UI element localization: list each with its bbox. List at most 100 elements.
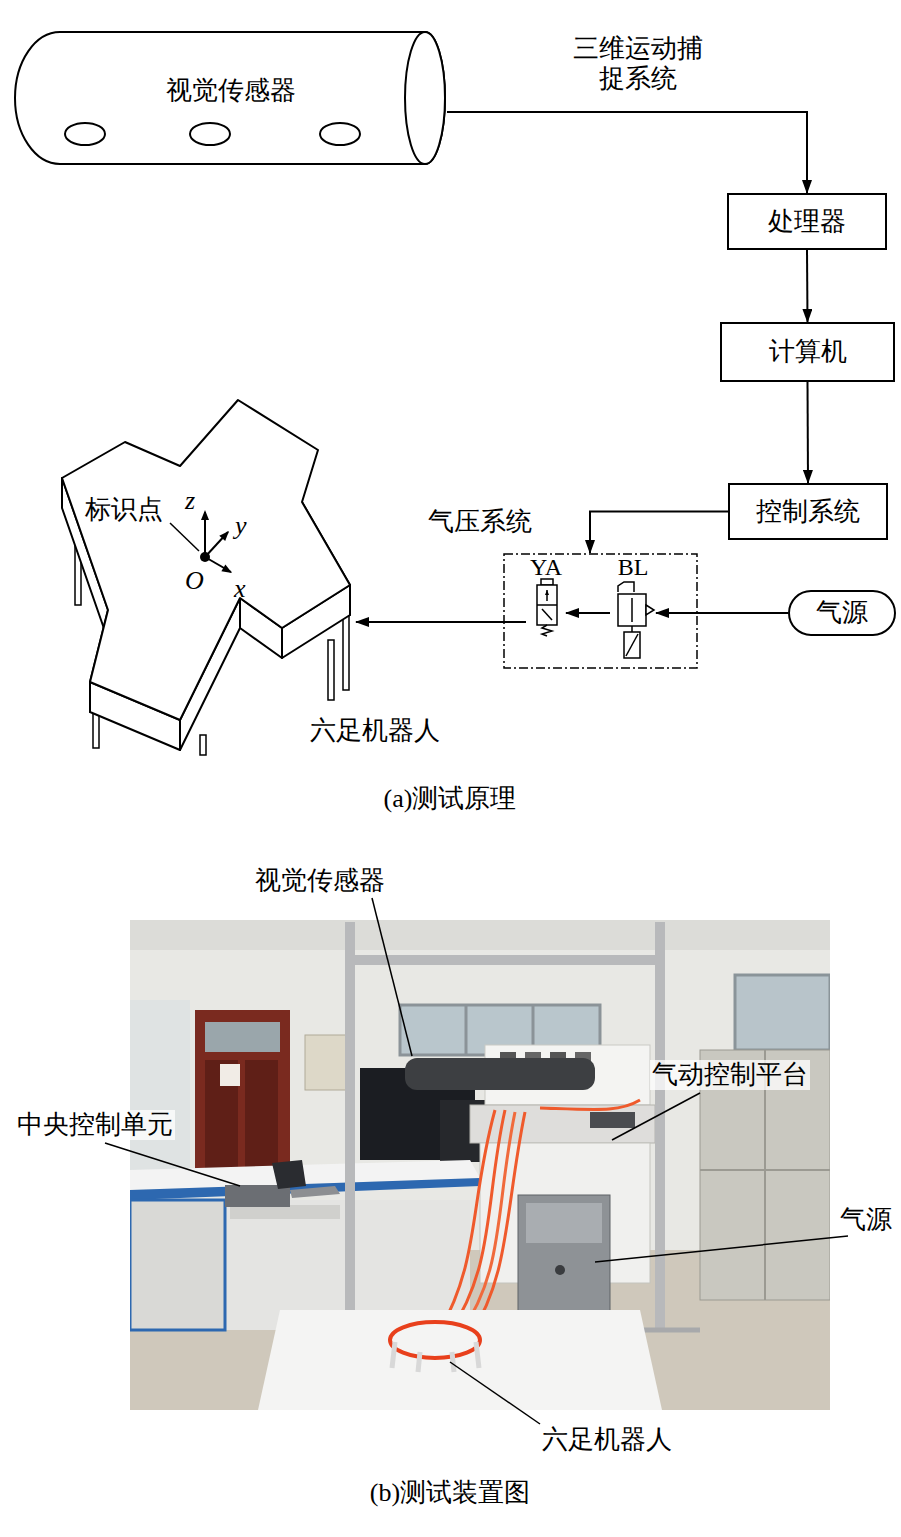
pressure-valve-outline-part xyxy=(624,632,640,658)
lab-photo-part xyxy=(230,1205,340,1219)
connector-arrow xyxy=(447,112,807,193)
lab-photo-part xyxy=(130,920,830,950)
solenoid-valve-outline-part xyxy=(542,625,552,636)
lab-photo-part xyxy=(590,1112,635,1128)
solenoid-valve-outline-part xyxy=(545,590,549,595)
lab-photo xyxy=(130,920,830,1410)
sensor-cylinder-outline-part xyxy=(190,123,230,145)
subfigure-caption: (b)测试装置图 xyxy=(370,1478,530,1508)
solenoid-valve-outline-part xyxy=(542,609,552,620)
node-text: YA xyxy=(530,555,562,579)
lab-photo-part xyxy=(700,1169,830,1171)
hexapod-robot-outline-part xyxy=(205,532,228,557)
connector-arrow xyxy=(807,382,810,483)
hexapod-robot-outline-part xyxy=(62,400,350,720)
part-label: 气动控制平台 xyxy=(650,1060,810,1090)
sensor-cylinder: 视觉传感器 xyxy=(15,30,447,167)
process-box: 控制系统 xyxy=(728,483,888,540)
lab-photo-part xyxy=(345,955,665,965)
dashed-group-box: 气压系统YABL xyxy=(503,553,698,669)
hexapod-robot-outline-part xyxy=(328,640,334,700)
lab-photo-part xyxy=(290,1186,340,1198)
lab-photo-part xyxy=(452,1352,454,1372)
lab-photo-part xyxy=(518,1195,610,1320)
leader-lines-part xyxy=(372,898,412,1056)
hexapod-robot-outline-part xyxy=(219,531,229,541)
axis-label: y xyxy=(235,511,247,541)
lab-photo-part xyxy=(205,1022,280,1052)
part-label: 气源 xyxy=(840,1205,892,1235)
node-text: 六足机器人 xyxy=(310,716,440,746)
connector-arrow xyxy=(356,621,526,623)
axis-label: x xyxy=(234,574,246,604)
leader-lines xyxy=(105,898,848,1424)
sensor-cylinder-outline-part xyxy=(15,32,445,164)
lab-photo-part xyxy=(450,1110,505,1332)
lab-photo-part xyxy=(526,1203,602,1243)
hexapod-robot-outline-part xyxy=(221,564,232,573)
process-box: 处理器 xyxy=(727,193,887,250)
lab-photo-part xyxy=(345,922,355,1332)
solenoid-valve-outline-part xyxy=(541,579,553,585)
lab-photo-part xyxy=(392,1342,395,1368)
pressure-valve-outline-part xyxy=(631,626,633,632)
lab-photo-part xyxy=(735,975,830,1050)
connector-arrow xyxy=(656,612,788,614)
hexapod-robot: 六足机器人 xyxy=(60,398,356,758)
part-label: 六足机器人 xyxy=(542,1425,672,1455)
hexapod-robot-outline xyxy=(60,398,356,758)
node-text: 计算机 xyxy=(769,337,847,367)
lab-photo-part xyxy=(258,1310,662,1410)
lab-photo-part xyxy=(272,1160,306,1189)
pressure-valve-outline-part xyxy=(646,605,654,615)
pressure-valve-outline-part xyxy=(631,598,633,622)
edge-label: 三维运动捕捉系统 xyxy=(570,34,706,94)
lab-photo-part xyxy=(405,1058,595,1090)
leader-lines-part xyxy=(105,1143,240,1186)
node-text: BL xyxy=(618,555,649,579)
dashed-group-box-outline-part xyxy=(504,554,697,668)
hexapod-robot-outline-part xyxy=(170,523,199,551)
connector-arrow xyxy=(590,512,728,554)
node-text: 气源 xyxy=(816,598,868,628)
solenoid-valve: YA xyxy=(526,555,566,637)
lab-photo-part xyxy=(470,1105,655,1143)
node-text: 气压系统 xyxy=(428,507,532,537)
solenoid-valve-outline-part xyxy=(537,604,557,606)
lab-photo-part xyxy=(130,920,830,1410)
air-source-box: 气源 xyxy=(788,590,896,636)
leader-lines-part xyxy=(612,1093,700,1140)
hexapod-robot-outline-part xyxy=(200,552,210,562)
lab-photo-part xyxy=(655,922,665,1332)
axis-label: z xyxy=(185,486,195,516)
leader-lines-part xyxy=(595,1236,848,1262)
connector-arrow xyxy=(806,250,809,322)
lab-photo-part xyxy=(305,1035,350,1090)
leader-lines-part xyxy=(450,1362,540,1424)
pressure-valve-outline-part xyxy=(618,582,634,592)
part-label: 视觉传感器 xyxy=(255,866,385,896)
lab-photo-part xyxy=(465,1005,468,1055)
process-box: 计算机 xyxy=(720,322,895,382)
lab-photo-part xyxy=(130,1200,225,1330)
solenoid-valve-outline-part xyxy=(537,585,557,625)
node-text: 视觉传感器 xyxy=(166,76,296,106)
lab-photo-part xyxy=(555,1265,565,1275)
lab-photo-part xyxy=(470,1112,525,1336)
sensor-cylinder-outline-part xyxy=(405,32,445,164)
axis-label: O xyxy=(185,566,204,596)
lab-photo-part xyxy=(418,1352,420,1372)
sensor-cylinder-outline-part xyxy=(320,123,360,145)
subfigure-caption: (a)测试原理 xyxy=(384,784,517,814)
node-text: 处理器 xyxy=(768,207,846,237)
part-label: 中央控制单元 xyxy=(15,1110,175,1140)
pressure-valve-outline-part xyxy=(626,634,638,656)
hexapod-robot-outline-part xyxy=(200,735,206,755)
lab-photo-part xyxy=(220,1064,240,1086)
lab-photo-part xyxy=(130,1000,190,1170)
node-text: 控制系统 xyxy=(756,497,860,527)
lab-photo-part xyxy=(390,1322,480,1358)
lab-photo-part xyxy=(245,1060,278,1170)
pressure-valve: BL xyxy=(610,555,656,663)
sensor-cylinder-outline-part xyxy=(65,123,105,145)
